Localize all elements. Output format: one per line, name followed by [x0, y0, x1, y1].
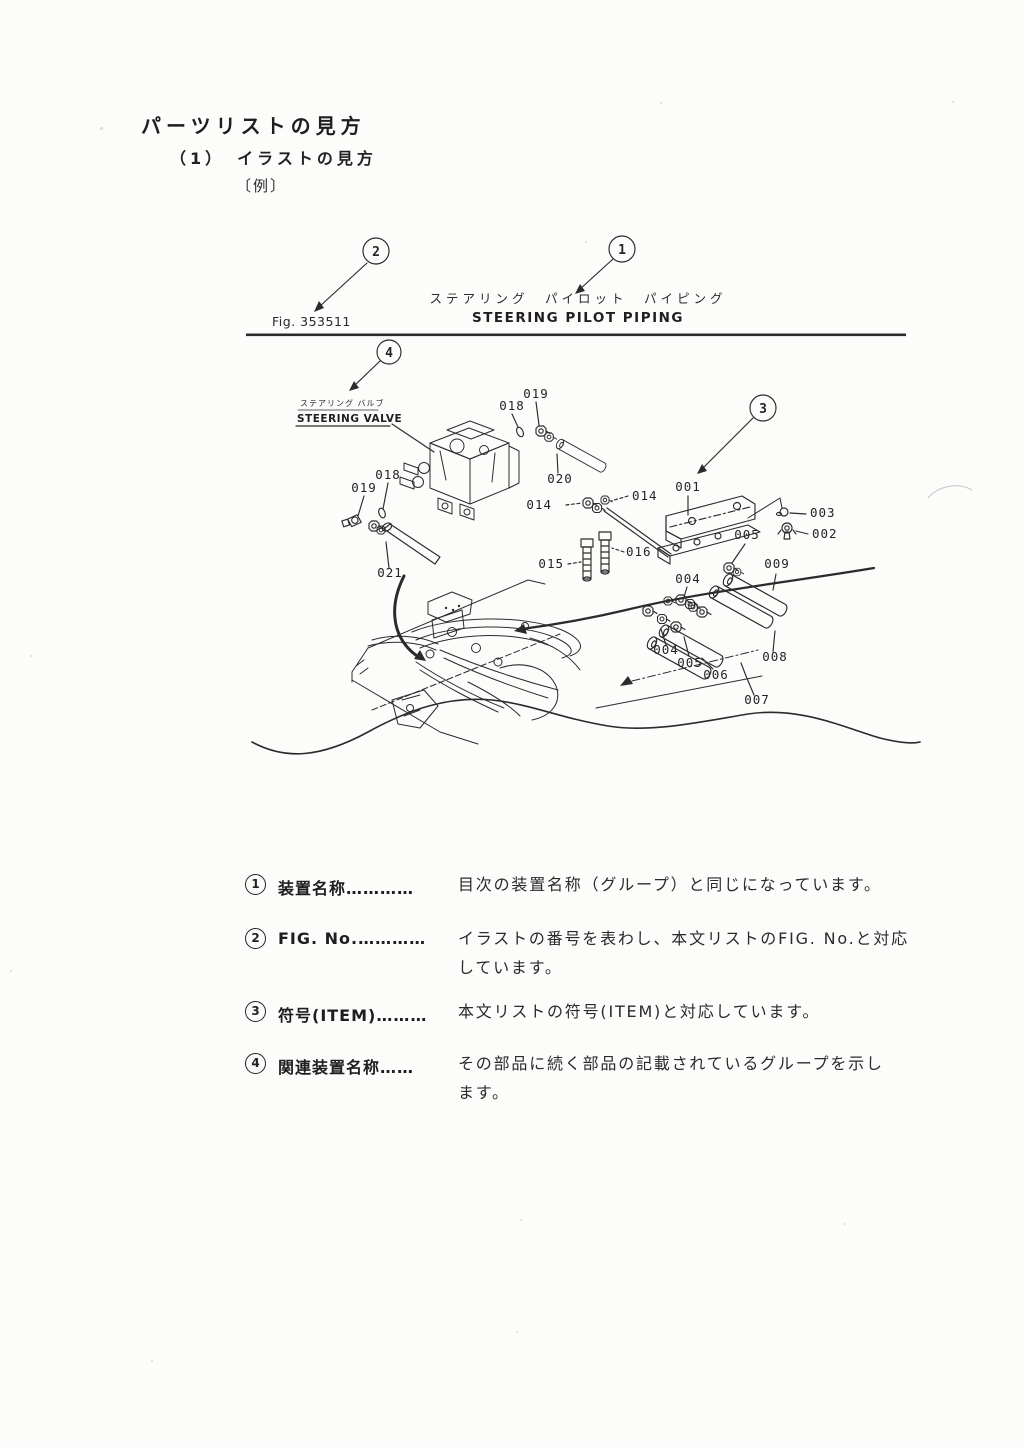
legend-number-1: 1 — [245, 874, 266, 895]
callout-1-number: 1 — [618, 243, 626, 258]
break-line — [251, 698, 921, 755]
page-subtitle: （1） イラストの見方 — [170, 149, 377, 168]
part-label-019-left: 019 — [351, 480, 377, 495]
figure-title-english: STEERING PILOT PIPING — [472, 310, 684, 326]
figure-title-japanese: ステアリング パイロット パイピング — [429, 291, 726, 306]
part-label-018-top: 018 — [499, 398, 525, 413]
legend-desc-2: イラストの番号を表わし、本文リストのFIG. No.と対応 しています。 — [458, 929, 909, 977]
legend-number-4: 4 — [245, 1053, 266, 1074]
part-label-004-upper: 004 — [675, 571, 701, 586]
fitting-005-upper — [723, 543, 746, 577]
scan-speck — [844, 1223, 846, 1225]
part-label-018-left: 018 — [375, 467, 401, 482]
callout-2-number: 2 — [372, 245, 380, 260]
legend-desc-1: 目次の装置名称（グループ）と同じになっています。 — [458, 875, 882, 894]
legend-number-2: 2 — [245, 928, 266, 949]
arrowhead — [314, 301, 324, 312]
scan-speck — [10, 970, 12, 972]
scan-speck — [585, 241, 587, 243]
legend-term-3: 符号(ITEM)……… — [278, 1006, 428, 1025]
page-title: パーツリストの見方 — [141, 114, 366, 138]
arrowhead — [349, 381, 359, 391]
top-fittings — [511, 401, 608, 474]
callout-4-number: 4 — [385, 346, 393, 361]
left-fittings — [340, 482, 441, 569]
fittings-003-002 — [775, 507, 809, 540]
arrowhead — [697, 464, 707, 474]
part-label-009: 009 — [764, 556, 790, 571]
scan-speck — [30, 655, 32, 657]
fitting-004-upper — [675, 586, 702, 612]
part-label-007: 007 — [744, 692, 770, 707]
part-label-021: 021 — [377, 565, 403, 580]
steering-valve-label: ステアリング バルブ STEERING VALVE — [295, 398, 435, 453]
valve-label-english: STEERING VALVE — [297, 413, 402, 425]
part-label-004-lower: 004 — [653, 642, 679, 657]
steering-valve-body — [399, 420, 520, 521]
part-label-014-right: 014 — [632, 488, 658, 503]
scan-speck — [660, 102, 662, 104]
part-label-001: 001 — [675, 479, 701, 494]
part-label-016: 016 — [626, 544, 652, 559]
header-rule — [246, 333, 906, 337]
part-label-014-left: 014 — [526, 497, 552, 512]
part-label-005-lower: 005 — [677, 655, 703, 670]
callout-3: 3 — [697, 394, 777, 474]
callout-2: 2 — [314, 237, 390, 312]
legend-desc-3: 本文リストの符号(ITEM)と対応しています。 — [458, 1002, 821, 1021]
part-label-020: 020 — [547, 471, 573, 486]
scan-speck — [151, 1360, 153, 1362]
part-label-006: 006 — [703, 667, 729, 682]
legend-number-3: 3 — [245, 1001, 266, 1022]
legend-desc-4: その部品に続く部品の記載されているグループを示し ます。 — [458, 1054, 884, 1102]
part-label-003: 003 — [810, 505, 836, 520]
callout-4: 4 — [349, 339, 402, 391]
bracket-001 — [657, 495, 783, 565]
scan-speck — [952, 101, 954, 103]
part-labels: 018 019 020 014 014 015 016 018 019 021 … — [351, 386, 838, 707]
callout-1: 1 — [575, 235, 636, 294]
reference-arrows — [393, 566, 876, 661]
part-label-005-upper: 005 — [734, 527, 760, 542]
fitting-cluster-014 — [565, 495, 672, 558]
figure-number: Fig. 353511 — [272, 314, 351, 329]
scan-scribble — [927, 485, 973, 499]
arrowhead — [575, 284, 585, 294]
bolts-015-016 — [567, 531, 625, 582]
legend-term-1: 装置名称………… — [278, 879, 415, 898]
parts-illustration: ステアリング パイロット パイピング STEERING PILOT PIPING… — [246, 235, 973, 755]
tubes-006-007 — [644, 622, 755, 696]
scan-speck — [520, 1219, 522, 1221]
figure-header: ステアリング パイロット パイピング STEERING PILOT PIPING… — [246, 291, 906, 337]
callout-3-number: 3 — [759, 402, 767, 417]
legend-term-4: 関連装置名称…… — [278, 1058, 415, 1077]
scan-speck — [516, 1331, 518, 1333]
valve-label-japanese: ステアリング バルブ — [300, 398, 385, 408]
part-label-019-top: 019 — [523, 386, 549, 401]
part-label-002: 002 — [812, 526, 838, 541]
legend-term-2: FIG. No.………… — [278, 929, 427, 948]
tubes-009-008 — [706, 571, 790, 653]
part-label-015: 015 — [538, 556, 564, 571]
part-label-008: 008 — [762, 649, 788, 664]
scan-speck — [100, 127, 103, 130]
example-label: 〔例〕 — [236, 177, 288, 195]
